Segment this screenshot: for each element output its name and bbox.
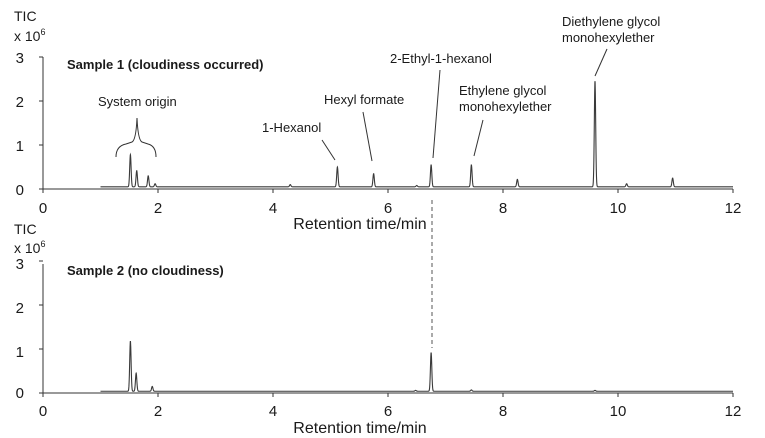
panel2-tic-trace: [100, 340, 733, 392]
panel2-xtick-label: 10: [610, 403, 627, 420]
panel2-xtick-label: 0: [39, 403, 47, 420]
annotation-diethylene-glycol-line1: Diethylene glycol: [562, 14, 660, 29]
panel2-xlabel: Retention time/min: [293, 420, 426, 437]
leader-hexyl-formate: [362, 111, 373, 162]
annotation-system-origin: System origin: [98, 94, 177, 109]
panel1-ytick-label: 2: [16, 94, 24, 111]
leader-ethylene-glycol: [473, 119, 484, 157]
panel-sample-1: TIC x 106 Sample 1 (cloudiness occurred)…: [14, 8, 741, 233]
leader-1-hexanol: [321, 139, 336, 161]
panel2-ylabel-base: x 10: [14, 240, 41, 256]
panel1-ylabel-base: x 10: [14, 28, 41, 44]
panel1-xtick-label: 0: [39, 200, 47, 217]
panel1-ticks: [39, 56, 734, 193]
panel1-xtick-label: 8: [499, 200, 507, 217]
panel1-xtick-label: 6: [384, 200, 392, 217]
system-origin-brace: [115, 117, 157, 158]
panel2-ytick-labels: 0 1 2 3: [16, 256, 24, 402]
panel1-ylabel-tic: TIC: [14, 8, 37, 24]
panel2-ytick-label: 0: [16, 385, 24, 402]
panel1-xtick-label: 4: [269, 200, 277, 217]
panel1-xtick-label: 10: [610, 200, 627, 217]
panel2-ylabel-tic: TIC: [14, 221, 37, 237]
panel1-xtick-label: 2: [154, 200, 162, 217]
panel1-xtick-label: 12: [725, 200, 742, 217]
annotation-hexyl-formate: Hexyl formate: [324, 92, 404, 107]
panel2-ytick-label: 3: [16, 256, 24, 273]
panel2-ylabel-unit: x 106: [14, 239, 45, 256]
panel2-xtick-label: 2: [154, 403, 162, 420]
panel2-ylabel-exponent: 6: [40, 239, 45, 249]
panel1-ytick-labels: 0 1 2 3: [16, 50, 24, 199]
panel-sample-2: TIC x 106 Sample 2 (no cloudiness) 0 1 2…: [14, 221, 741, 437]
annotation-2-ethyl-1-hexanol: 2-Ethyl-1-hexanol: [390, 51, 492, 66]
panel1-ytick-label: 3: [16, 50, 24, 67]
panel2-title: Sample 2 (no cloudiness): [67, 263, 224, 278]
panel2-ytick-label: 2: [16, 300, 24, 317]
panel1-tic-trace: [100, 81, 733, 188]
annotation-diethylene-glycol-line2: monohexylether: [562, 30, 655, 45]
annotation-1-hexanol: 1-Hexanol: [262, 120, 321, 135]
annotation-ethylene-glycol-line2: monohexylether: [459, 99, 552, 114]
panel1-ylabel-exponent: 6: [40, 27, 45, 37]
panel2-xtick-label: 12: [725, 403, 742, 420]
panel2-xtick-label: 4: [269, 403, 277, 420]
annotation-ethylene-glycol-line1: Ethylene glycol: [459, 83, 547, 98]
panel2-xtick-labels: 0 2 4 6 8 10 12: [39, 403, 742, 420]
panel1-ytick-label: 0: [16, 182, 24, 199]
panel1-title: Sample 1 (cloudiness occurred): [67, 57, 264, 72]
panel2-xtick-label: 8: [499, 403, 507, 420]
panel2-ytick-label: 1: [16, 344, 24, 361]
panel1-xlabel: Retention time/min: [293, 216, 426, 233]
panel1-xtick-labels: 0 2 4 6 8 10 12: [39, 200, 742, 217]
leader-diethylene-glycol: [594, 48, 608, 77]
panel2-xtick-label: 6: [384, 403, 392, 420]
panel1-ytick-label: 1: [16, 138, 24, 155]
panel2-ticks: [39, 260, 734, 397]
leader-2-ethyl-1-hexanol: [432, 69, 441, 159]
panel1-ylabel-unit: x 106: [14, 27, 45, 44]
